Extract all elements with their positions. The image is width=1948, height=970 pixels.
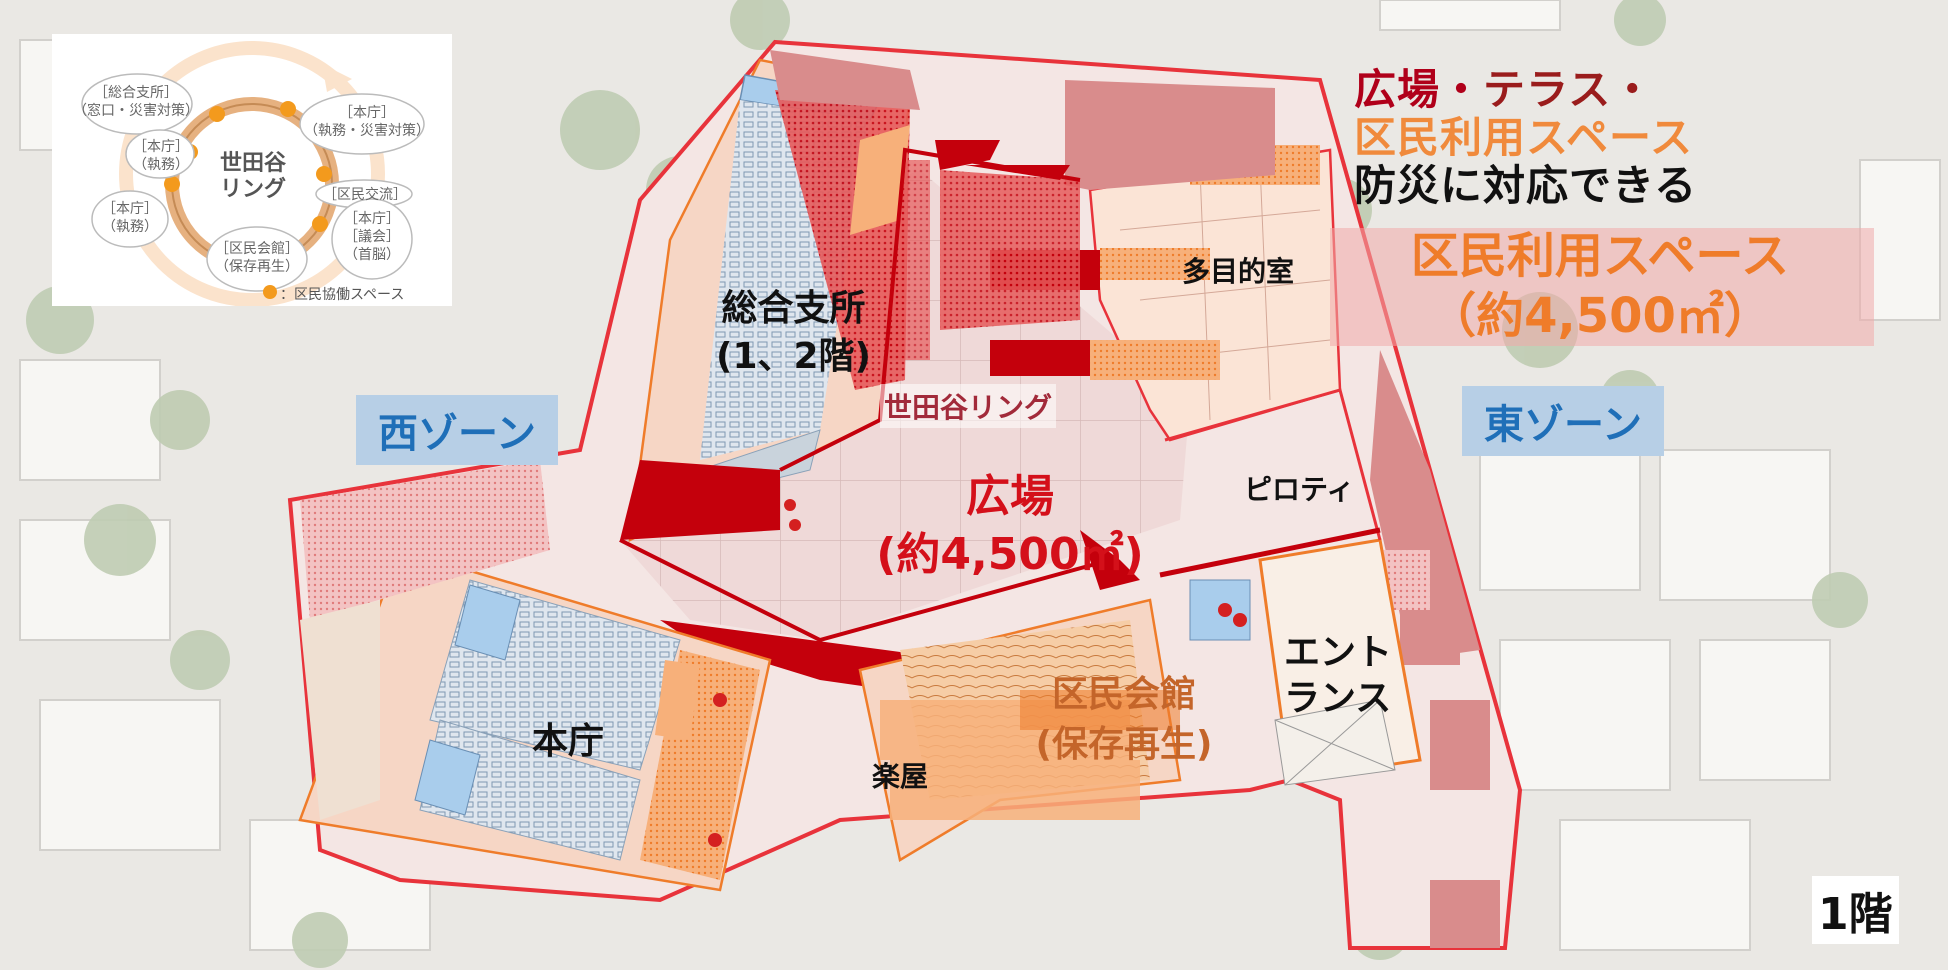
ring-label-kumin-koryu-1: ［区民交流］ (323, 187, 407, 203)
ring-label-sogo-1: ［総合支所］ (94, 85, 178, 101)
kumin-kaikan-label: 区民会館 (保存再生) (1024, 670, 1224, 770)
kumin-space-area: （約4,500㎡） (1428, 288, 1772, 344)
ring-label-honcho-d-1: ［本庁］ (102, 201, 158, 217)
ring-label-honcho-b: ［本庁］ （執務・災害対策） (302, 104, 432, 140)
legend-dot: ・ (1440, 65, 1484, 114)
ring-label-honcho-a: ［本庁］ （執務） (126, 138, 196, 174)
ring-label-honcho-b-1: ［本庁］ (339, 105, 395, 121)
ring-label-honcho-c: ［本庁］ ［議会］ （首脳） (332, 210, 412, 264)
tamokuteki-label: 多目的室 (1182, 255, 1295, 288)
piloti-label: ピロティ (1244, 473, 1355, 506)
kumin-kaikan-sub: (保存再生) (1035, 724, 1213, 765)
ring-label-kaikan-1: ［区民会館］ (215, 241, 299, 257)
legend-hiroba: 広場 (1354, 65, 1441, 114)
kumin-space-name: 区民利用スペース (1410, 228, 1790, 284)
ring-label-sogo: ［総合支所］ （窓口・災害対策） (56, 84, 216, 120)
ring-diagram (81, 41, 425, 307)
west-zone-label: 西ゾーン (356, 395, 558, 465)
ring-label-sogo-2: （窓口・災害対策） (73, 103, 199, 119)
sogo-shisho-name: 総合支所 (721, 288, 866, 329)
ring-center-label: 世田谷 リング (220, 151, 286, 203)
ring-label-kaikan: ［区民会館］ （保存再生） (207, 240, 307, 276)
ring-legend-text: ：区民協働スペース (280, 287, 405, 303)
kumin-space-label: 区民利用スペース （約4,500㎡） (1360, 226, 1840, 346)
ring-diagram-panel: 世田谷 リング ［総合支所］ （窓口・災害対策） ［本庁］ （執務） ［本庁］ … (52, 34, 452, 307)
ring-label-honcho-c-2: ［議会］ (344, 229, 400, 245)
ring-center-line1: 世田谷 (220, 151, 287, 176)
floor-label: 1階 (1812, 876, 1899, 944)
ring-label-honcho-a-2: （執務） (133, 157, 189, 173)
legend-line-1: 広場・テラス・ (1354, 56, 1654, 117)
legend-dot-icon (263, 285, 277, 299)
ring-label-kaikan-2: （保存再生） (215, 259, 299, 275)
kumin-space-band (1330, 228, 1874, 346)
sogo-shisho-label: 総合支所 (1、2階) (716, 285, 871, 381)
ring-label-honcho-b-2: （執務・災害対策） (304, 123, 430, 139)
ring-center-line2: リング (220, 177, 287, 202)
hiroba-name: 広場 (966, 471, 1054, 522)
entrance-line2: ランス (1284, 678, 1392, 719)
entrance-label: エント ランス (1284, 630, 1392, 722)
honcho-label: 本庁 (532, 721, 605, 762)
entrance-line1: エント (1284, 632, 1393, 673)
east-zone-label: 東ゾーン (1462, 386, 1664, 456)
sogo-shisho-floors: (1、2階) (716, 336, 872, 377)
ring-label-honcho-c-3: （首脳） (344, 247, 400, 263)
ring-label-kumin-koryu: ［区民交流］ (320, 184, 410, 204)
ring-label-honcho-d: ［本庁］ （執務） (94, 200, 166, 236)
ring-label-honcho-c-1: ［本庁］ (344, 211, 400, 227)
legend-line-2: 区民利用スペース (1354, 113, 1693, 162)
kumin-kaikan-name: 区民会館 (1051, 674, 1196, 715)
legend-terrace: テラス・ (1483, 65, 1655, 114)
ring-label-honcho-d-2: （執務） (102, 219, 158, 235)
hiroba-label: 広場 (約4,500㎡) (860, 468, 1160, 584)
gakuya-label: 楽屋 (872, 760, 929, 793)
ring-arrow-icon (322, 64, 352, 92)
legend-line-3: 防災に対応できる (1354, 161, 1698, 210)
hiroba-area: (約4,500㎡) (876, 529, 1144, 580)
ring-label-honcho-a-1: ［本庁］ (133, 139, 189, 155)
setagaya-ring-label: 世田谷リング (880, 384, 1057, 428)
